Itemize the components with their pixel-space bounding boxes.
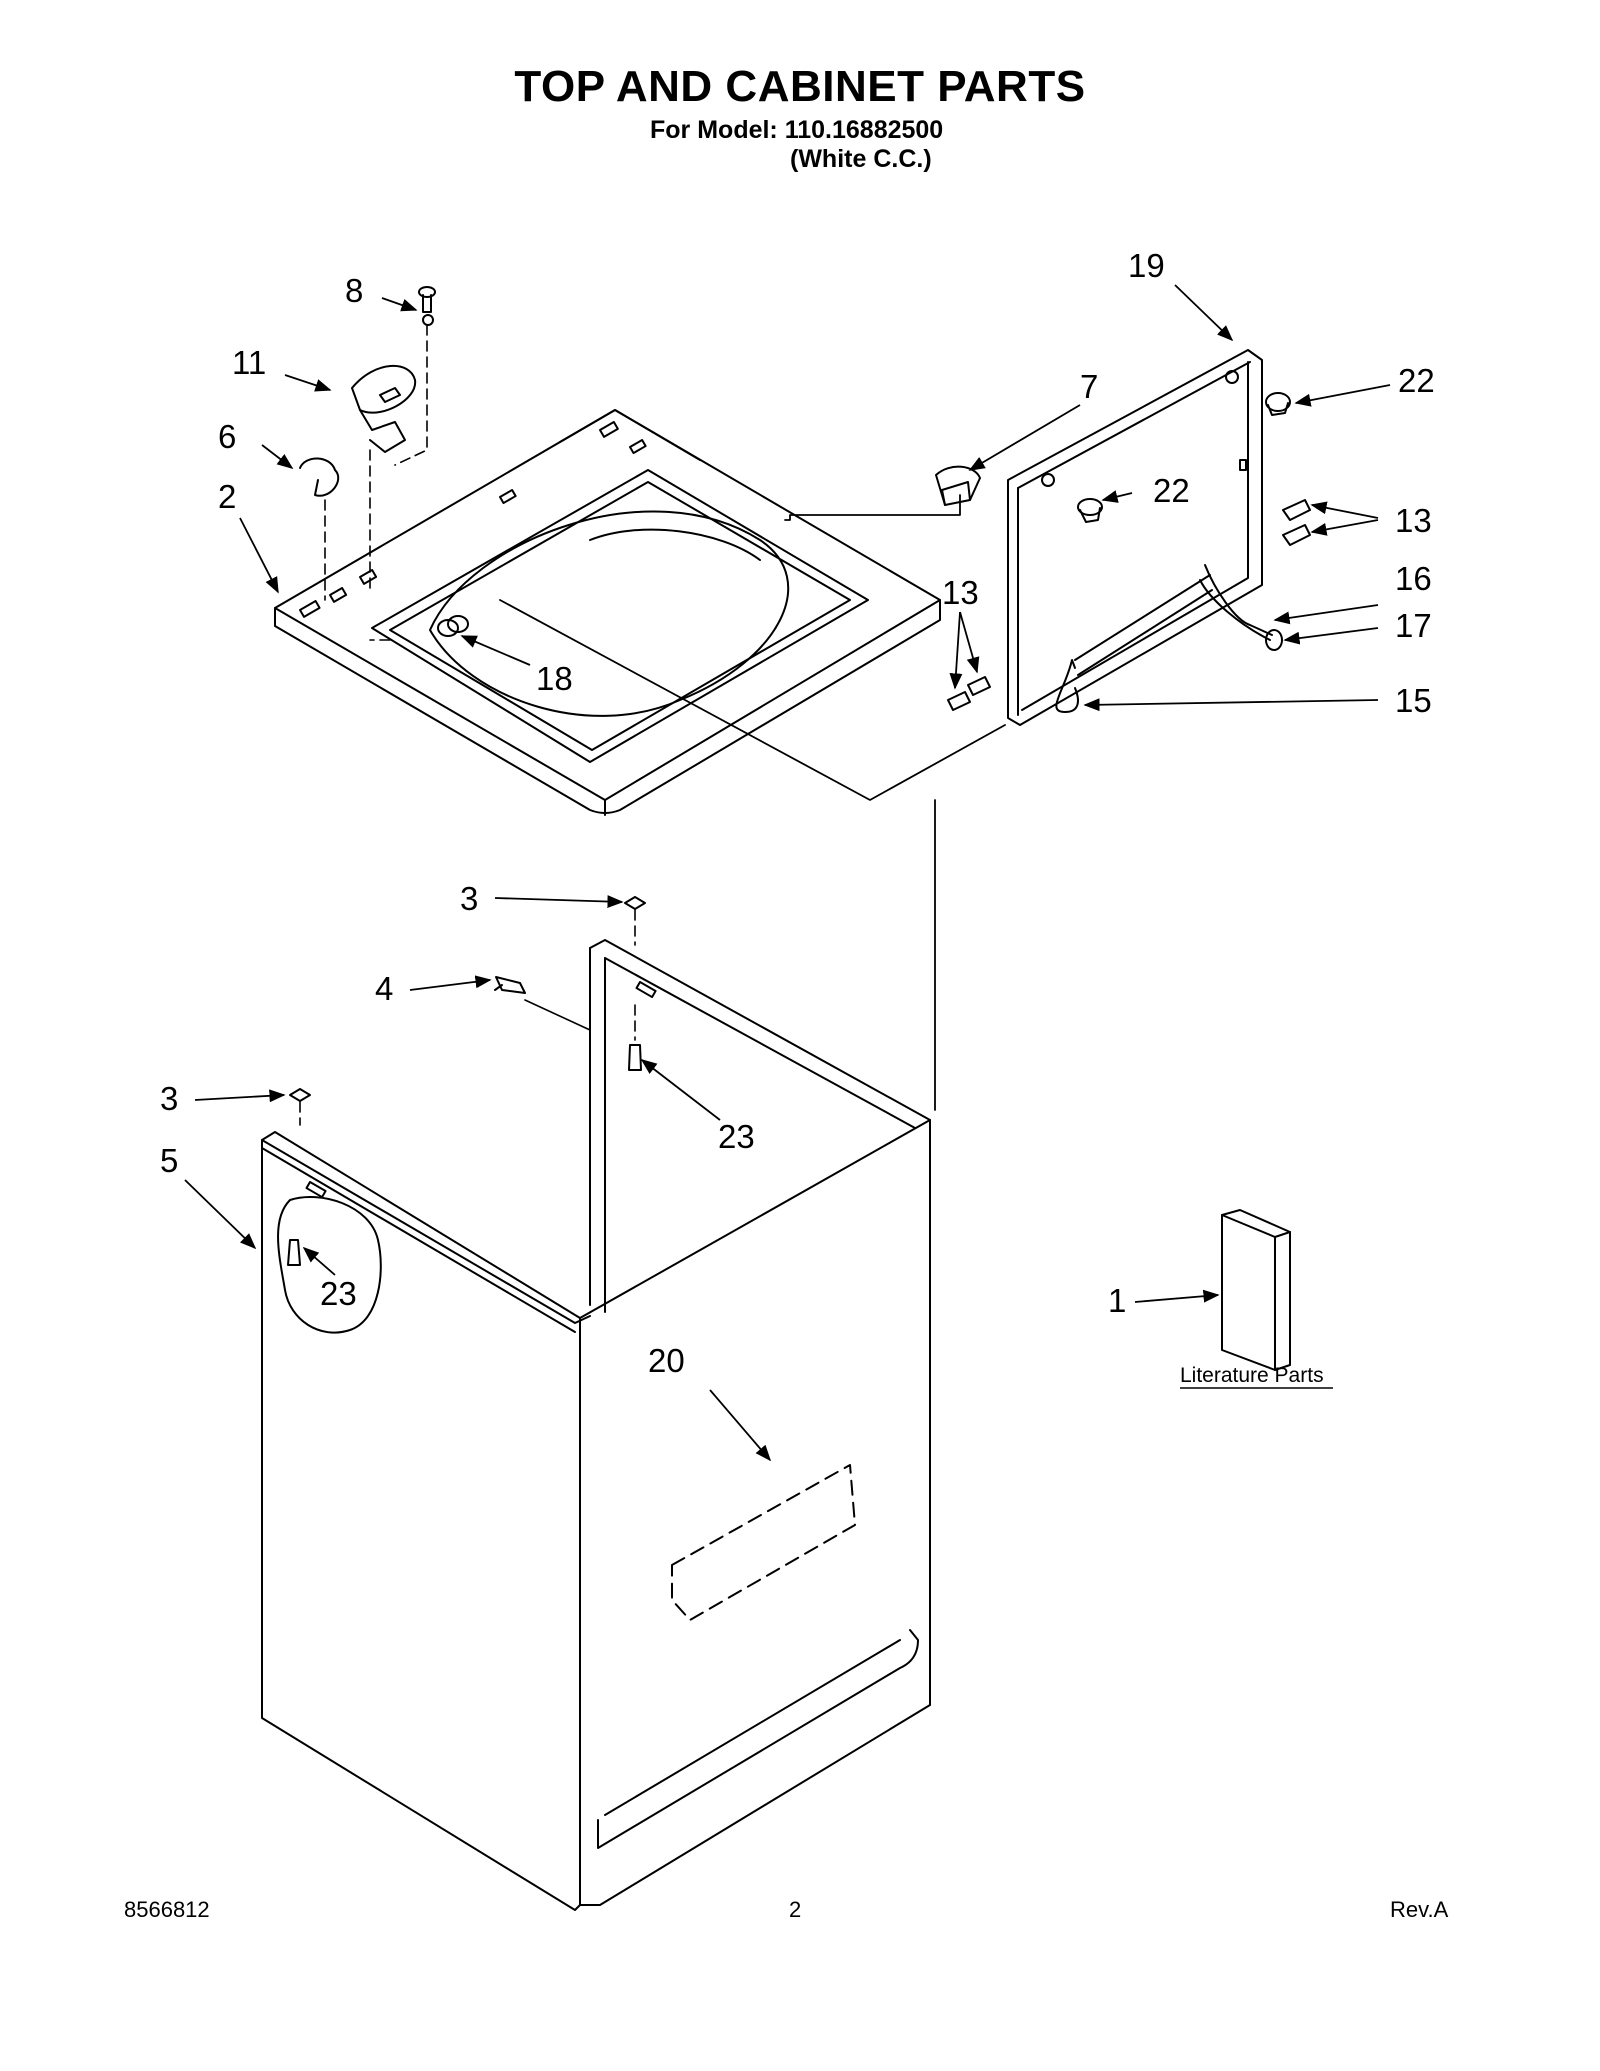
callout-19: 19 xyxy=(1128,247,1165,284)
callout-3-upper: 3 xyxy=(460,880,478,917)
literature-parts-label: Literature Parts xyxy=(1180,1364,1324,1387)
callout-2: 2 xyxy=(218,478,236,515)
page-title: TOP AND CABINET PARTS xyxy=(514,62,1086,111)
console-rear-panel xyxy=(1007,349,1263,726)
callout-11: 11 xyxy=(232,344,266,381)
callout-20: 20 xyxy=(648,1342,685,1379)
lid-switch-part xyxy=(351,365,417,453)
callout-17: 17 xyxy=(1395,607,1432,644)
screw-parts-23 xyxy=(287,1044,642,1266)
callout-13-right: 13 xyxy=(1395,502,1432,539)
knob-part-7 xyxy=(935,465,981,506)
callout-18: 18 xyxy=(536,660,573,697)
model-number: For Model: 110.16882500 xyxy=(650,116,944,144)
washer-top-assembly xyxy=(274,409,941,816)
revision-label: Rev.A xyxy=(1390,1897,1449,1922)
screw-parts-13 xyxy=(947,499,1311,711)
model-color: (White C.C.) xyxy=(790,145,932,173)
cabinet-assembly xyxy=(261,939,931,1911)
callout-22-upper: 22 xyxy=(1398,362,1435,399)
clip-parts-3 xyxy=(289,896,646,1102)
screw-part-8 xyxy=(418,286,436,326)
callout-23-upper: 23 xyxy=(718,1118,755,1155)
callout-5: 5 xyxy=(160,1142,178,1179)
callout-16: 16 xyxy=(1395,560,1432,597)
literature-booklet xyxy=(1221,1209,1291,1371)
callout-15: 15 xyxy=(1395,682,1432,719)
page-number: 2 xyxy=(789,1897,802,1922)
screw-part-4 xyxy=(494,976,526,994)
callout-3-lower: 3 xyxy=(160,1080,178,1117)
plug-button-22 xyxy=(1077,392,1291,523)
callout-22-lower: 22 xyxy=(1153,472,1190,509)
hose-nozzle-part-18 xyxy=(437,615,469,637)
callout-7: 7 xyxy=(1080,368,1098,405)
document-number: 8566812 xyxy=(124,1897,210,1922)
callout-23-lower: 23 xyxy=(320,1275,357,1312)
callout-4: 4 xyxy=(375,970,393,1007)
callout-6: 6 xyxy=(218,418,236,455)
callout-13-left: 13 xyxy=(942,574,979,611)
callout-8: 8 xyxy=(345,272,363,309)
callout-1: 1 xyxy=(1108,1282,1126,1319)
harness-parts xyxy=(1055,564,1283,713)
clip-part-6 xyxy=(299,457,340,497)
